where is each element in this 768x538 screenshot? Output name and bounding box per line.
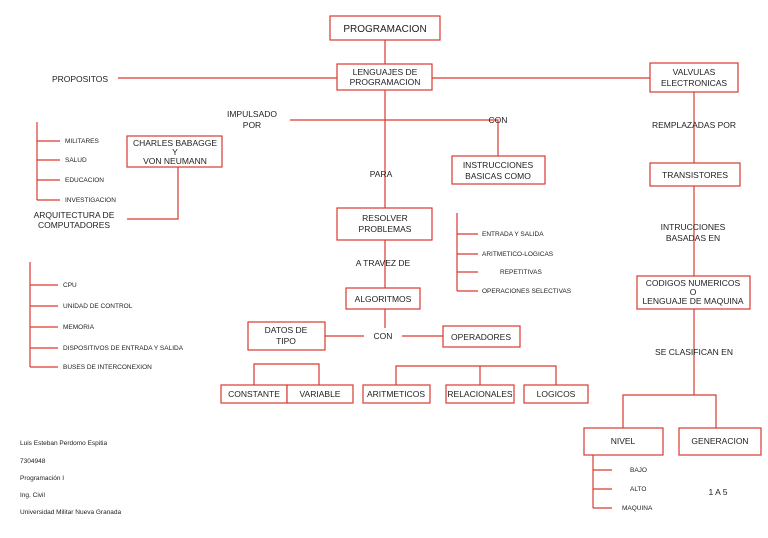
box-codigos — [636, 275, 751, 310]
box-programacion — [329, 15, 441, 41]
list-item: ARITMETICO-LOGICAS — [482, 251, 554, 258]
list-item: SALUD — [65, 157, 87, 164]
box-instrucciones — [451, 155, 546, 185]
label-reemplazadas: REMPLAZADAS POR — [652, 120, 736, 130]
label-lenguajes-2: PROGRAMACION — [350, 77, 421, 87]
label-arquitectura-1: ARQUITECTURA DE — [34, 210, 115, 220]
label-impulsado-2: POR — [243, 120, 261, 130]
list-item: OPERACIONES SELECTIVAS — [482, 288, 572, 295]
box-algoritmos — [345, 287, 421, 310]
box-aritmeticos — [362, 384, 431, 404]
label-valvulas-2: ELECTRONICAS — [661, 78, 727, 88]
box-operadores — [442, 325, 521, 348]
footer-code: 7304948 — [20, 458, 46, 465]
box-lenguajes — [336, 63, 433, 91]
list-item: REPETITIVAS — [500, 269, 542, 276]
footer-program: Ing. Civil — [20, 492, 45, 499]
label-lenguajes-1: LENGUAJES DE — [353, 67, 418, 77]
box-resolver — [336, 207, 433, 241]
label-valvulas-1: VALVULAS — [673, 67, 716, 77]
propositos-list: MILITARES SALUD EDUCACION INVESTIGACION — [65, 138, 116, 204]
label-intrucciones-2: BASADAS EN — [666, 233, 720, 243]
label-programacion: PROGRAMACION — [343, 24, 426, 35]
list-item: MAQUINA — [622, 505, 653, 512]
label-codigos-1: CODIGOS NUMERICOS — [646, 278, 741, 288]
label-constante: CONSTANTE — [228, 389, 280, 399]
label-propositos: PROPOSITOS — [52, 74, 108, 84]
list-item: DISPOSITIVOS DE ENTRADA Y SALIDA — [63, 345, 184, 352]
label-instrucciones-2: BASICAS COMO — [465, 171, 531, 181]
label-babbage-1: CHARLES BABAGGE — [133, 138, 217, 148]
label-babbage-3: VON NEUMANN — [143, 156, 207, 166]
label-clasifican: SE CLASIFICAN EN — [655, 347, 733, 357]
box-logicos — [523, 384, 589, 404]
label-instrucciones-1: INSTRUCCIONES — [463, 160, 534, 170]
label-nivel: NIVEL — [611, 436, 636, 446]
footer-university: Universidad Militar Nueva Granada — [20, 509, 122, 516]
box-datos — [247, 321, 326, 351]
box-nivel — [583, 427, 664, 456]
node-boxes — [126, 15, 762, 456]
label-uno-a-cinco: 1 A 5 — [709, 487, 728, 497]
list-item: ALTO — [630, 486, 646, 493]
box-relacionales — [445, 384, 515, 404]
label-aritmeticos: ARITMETICOS — [367, 389, 425, 399]
label-datos-1: DATOS DE — [265, 325, 308, 335]
label-atravez: A TRAVEZ DE — [356, 258, 411, 268]
label-codigos-2: O — [690, 287, 697, 297]
box-babbage — [126, 135, 223, 168]
box-generacion — [678, 427, 762, 456]
label-algoritmos: ALGORITMOS — [355, 294, 412, 304]
footer-author: Luis Esteban Perdomo Espitia — [20, 440, 108, 447]
label-generacion: GENERACION — [691, 436, 748, 446]
label-resolver-1: RESOLVER — [362, 213, 408, 223]
label-arquitectura-2: COMPUTADORES — [38, 220, 110, 230]
box-valvulas — [649, 62, 739, 93]
instrucciones-list: ENTRADA Y SALIDA ARITMETICO-LOGICAS REPE… — [482, 231, 572, 295]
list-item: MILITARES — [65, 138, 99, 145]
list-item: INVESTIGACION — [65, 197, 116, 204]
label-intrucciones-1: INTRUCCIONES — [661, 222, 726, 232]
label-babbage-2: Y — [172, 147, 178, 157]
label-datos-2: TIPO — [276, 336, 296, 346]
arquitectura-list: CPU UNIDAD DE CONTROL MEMORIA DISPOSITIV… — [63, 282, 184, 371]
label-operadores: OPERADORES — [451, 332, 511, 342]
label-codigos-3: LENGUAJE DE MAQUINA — [642, 296, 743, 306]
label-relacionales: RELACIONALES — [447, 389, 513, 399]
list-item: BAJO — [630, 467, 647, 474]
list-item: BUSES DE INTERCONEXION — [63, 364, 152, 371]
label-resolver-2: PROBLEMAS — [359, 224, 412, 234]
label-con-top: CON — [489, 115, 508, 125]
label-variable: VARIABLE — [300, 389, 341, 399]
label-con-mid: CON — [374, 331, 393, 341]
label-para: PARA — [370, 169, 393, 179]
label-logicos: LOGICOS — [537, 389, 576, 399]
list-item: CPU — [63, 282, 77, 289]
nivel-list: BAJO ALTO MAQUINA — [622, 467, 653, 512]
list-item: EDUCACION — [65, 177, 104, 184]
label-impulsado-1: IMPULSADO — [227, 109, 277, 119]
list-item: UNIDAD DE CONTROL — [63, 303, 133, 310]
connectors — [29, 40, 717, 509]
list-item: ENTRADA Y SALIDA — [482, 231, 544, 238]
footer-course: Programación I — [20, 475, 65, 482]
list-item: MEMORIA — [63, 324, 95, 331]
box-transistores — [649, 162, 741, 187]
node-labels: PROGRAMACION LENGUAJES DE PROGRAMACION P… — [34, 24, 749, 497]
box-variable — [286, 384, 354, 404]
label-transistores: TRANSISTORES — [662, 170, 728, 180]
